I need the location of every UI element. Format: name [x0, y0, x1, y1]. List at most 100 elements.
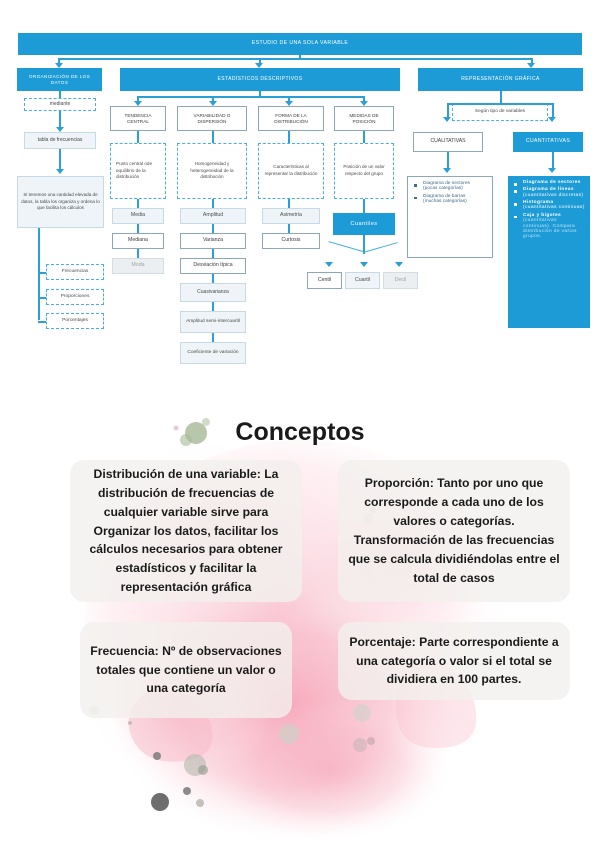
cualitativas-item-barras-note: (muchas categorías): [423, 199, 467, 205]
sub-measure-decil: Decil: [383, 272, 418, 289]
estadisticos-definition-posicion: Posición de un valor respecto del grupo: [334, 143, 394, 199]
connector-forma-0: [288, 199, 290, 208]
estadisticos-definition-variabilidad: Homogeneidad y heterogeneidad de la dist…: [177, 143, 247, 199]
arrow-cuantitativas-list: [548, 168, 556, 173]
connector-root-stub: [299, 55, 301, 59]
concepto-card-porcentaje: Porcentaje: Parte correspondiente a una …: [338, 622, 570, 700]
estadisticos-definition-tendencia-central: Punto central ode equilibrio de la distr…: [110, 143, 166, 199]
arrow-est-4: [360, 101, 368, 106]
cuantitativas-item-lineas-note: (cuantitativas discretas): [523, 192, 584, 198]
estadisticos-header-variabilidad: VARIABILIDAD O DISPERSIÓN: [177, 106, 247, 131]
arrow-decil: [395, 262, 403, 267]
measure-cuasivarianza: Cuasivarianza: [180, 283, 246, 302]
arrow-est-2: [209, 101, 217, 106]
connector-pos-0: [363, 199, 365, 213]
connector-var-1: [212, 224, 214, 233]
organizacion-tabla-frecuencias: tabla de frecuencias: [24, 132, 96, 149]
cuantitativas-item-histograma-note: (cuantitativas continuas): [523, 205, 585, 211]
arrow-org-desc: [56, 169, 64, 174]
connector-to-organizacion: [58, 58, 60, 65]
measure-mediana: Mediana: [112, 233, 164, 249]
connector-org-item-3: [38, 321, 47, 323]
connector-tc-1: [137, 224, 139, 233]
representacion-header-cuantitativas: CUANTITATIVAS: [513, 132, 583, 152]
cualitativas-item-barras: Diagrama de barras (muchas categorías): [411, 194, 488, 205]
estadisticos-header-tendencia-central: TENDENCIA CENTRAL: [110, 106, 166, 131]
concepto-card-frecuencia: Frecuencia: Nº de observaciones totales …: [80, 622, 292, 718]
connector-org-3: [59, 149, 61, 171]
cualitativas-item-barras-main: Diagrama de barras: [423, 193, 466, 199]
connector-root-horizontal: [58, 58, 531, 60]
organizacion-item-frecuencias: Frecuencias: [46, 264, 104, 280]
root-node-estudio-variable: ESTUDIO DE UNA SOLA VARIABLE: [18, 33, 582, 55]
connector-var-5: [212, 333, 214, 342]
conceptos-section: Conceptos Distribución de una variable: …: [0, 410, 600, 848]
connector-org-1: [59, 91, 61, 98]
arrow-to-estadisticos: [255, 63, 263, 68]
connector-forma-1: [288, 224, 290, 233]
connector-cuantitativas-down: [552, 152, 554, 170]
connector-rep-horizontal: [447, 103, 553, 105]
measure-varianza: Varianza: [180, 233, 246, 249]
connector-rep-right: [552, 103, 554, 119]
measure-amplitud: Amplitud: [180, 208, 246, 224]
connector-est-3: [288, 96, 290, 103]
organizacion-connector-label: mediante: [24, 98, 96, 111]
estadisticos-header-posicion: MEDIDAS DE POSICIÓN: [334, 106, 394, 131]
cuantitativas-item-sectores: Diagrama de sectores: [511, 180, 586, 186]
measure-curtosis: Curtosis: [262, 233, 320, 249]
arrow-cuartil: [360, 262, 368, 267]
representacion-connector-label: Según tipo de variables: [452, 103, 548, 121]
connector-def-3: [288, 131, 290, 143]
conceptos-title: Conceptos: [235, 418, 365, 446]
cuantitativas-item-sectores-main: Diagrama de sectores: [523, 180, 581, 185]
connector-cuantiles-stem: [363, 235, 365, 254]
connector-def-4: [363, 131, 365, 143]
arrow-est-1: [134, 101, 142, 106]
connector-def-2: [212, 131, 214, 143]
connector-org-spine: [38, 228, 40, 320]
measure-coeficiente-variacion: Coeficiente de variación: [180, 342, 246, 364]
cuantitativas-item-histograma: Histograma (cuantitativas continuas): [511, 200, 586, 211]
measure-asimetria: Asimetría: [262, 208, 320, 224]
organizacion-description: Si tenemos una cantidad elevada de datos…: [17, 176, 104, 228]
connector-var-0: [212, 199, 214, 208]
arrow-to-cualitativas: [443, 117, 451, 122]
sub-measure-cuartil: Cuartil: [345, 272, 380, 289]
connector-rep-left: [447, 103, 449, 119]
connector-var-4: [212, 302, 214, 311]
connector-var-2: [212, 249, 214, 258]
connector-org-2: [59, 111, 61, 129]
cuantitativas-item-lineas: Diagrama de líneas (cuantitativas discre…: [511, 187, 586, 198]
cuantitativas-item-histograma-main: Histograma: [523, 200, 554, 206]
arrow-to-representacion: [527, 63, 535, 68]
cualitativas-graph-list: Diagrama de sectores (pocas categorías) …: [407, 176, 493, 258]
branch-header-organizacion: ORGANIZACIÓN DE LOS DATOS: [17, 68, 102, 91]
arrow-centil: [325, 262, 333, 267]
connector-var-3: [212, 274, 214, 283]
arrow-cualitativas-list: [443, 168, 451, 173]
connector-to-representacion: [531, 58, 533, 65]
measure-desviacion-tipica: Desviación típica: [180, 258, 246, 274]
cuantitativas-item-caja-bigotes: Caja y bigotes (cuantitativas continuas)…: [511, 213, 586, 240]
connector-tc-0: [137, 199, 139, 208]
representacion-header-cualitativas: CUALITATIVAS: [413, 132, 483, 152]
organizacion-item-porcentajes: Porcentajes: [46, 313, 104, 329]
concepto-card-distribucion: Distribución de una variable: La distrib…: [70, 460, 302, 602]
connector-rep-0: [500, 91, 502, 103]
arrow-to-cuantitativas: [548, 117, 556, 122]
statistics-concept-map: ESTUDIO DE UNA SOLA VARIABLE ORGANIZACIÓ…: [0, 0, 600, 410]
organizacion-item-proporciones: Proporciones: [46, 289, 104, 305]
measure-cuantiles: Cuantiles: [333, 213, 395, 235]
connector-est-stub: [259, 91, 261, 97]
connector-cuantiles-right: [363, 242, 398, 254]
connector-org-item-1: [38, 272, 47, 274]
cuantitativas-item-caja-bigotes-main: Caja y bigotes: [523, 212, 562, 218]
measure-amplitud-semi-intercuartil: Amplitud semi-intercuartil: [180, 311, 246, 333]
cuantitativas-item-caja-bigotes-note: (cuantitativas continuas). Compara distr…: [523, 218, 577, 240]
cualitativas-item-sectores: Diagrama de sectores (pocas categorías): [411, 181, 488, 192]
cuantitativas-graph-list: Diagrama de sectores Diagrama de líneas …: [508, 176, 590, 328]
cuantitativas-item-lineas-main: Diagrama de líneas: [523, 187, 574, 193]
connector-est-4: [363, 96, 365, 103]
measure-moda: Moda: [112, 258, 164, 274]
